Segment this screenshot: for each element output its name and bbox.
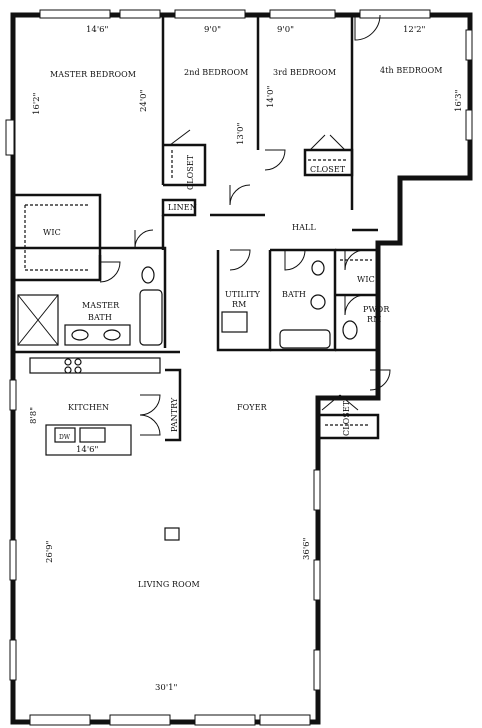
door-swings — [99, 14, 391, 436]
dim-living-height-left: 26'9" — [45, 540, 55, 563]
label-linen: LINEN — [168, 203, 197, 212]
label-kitchen: KITCHEN — [68, 403, 109, 412]
dim-kitchen-width: 14'6" — [76, 445, 99, 455]
dim-fourth-height: 16'3" — [454, 89, 464, 112]
dim-master-height-right: 24'0" — [139, 89, 149, 112]
dim-fourth-width: 12'2" — [403, 25, 426, 35]
label-third-bedroom: 3rd BEDROOM — [273, 68, 336, 77]
dim-master-width: 14'6" — [86, 25, 109, 35]
dim-second-height: 13'0" — [236, 122, 246, 145]
label-master-bath-2: BATH — [88, 313, 112, 322]
fixtures — [17, 260, 358, 541]
dim-third-width: 9'0" — [277, 25, 294, 35]
closet-rods — [24, 150, 372, 426]
label-closet-foyer: CLOSET — [342, 400, 351, 436]
dim-third-height: 14'0" — [266, 85, 276, 108]
dim-living-height-right: 36'6" — [302, 537, 312, 560]
label-second-bedroom: 2nd BEDROOM — [184, 68, 248, 77]
label-utility-2: RM — [232, 300, 246, 309]
label-closet-2nd: CLOSET — [186, 154, 195, 190]
dim-kitchen-height: 8'8" — [29, 407, 39, 424]
label-closet-3rd: CLOSET — [310, 165, 346, 174]
label-foyer: FOYER — [237, 403, 268, 412]
label-master-bedroom: MASTER BEDROOM — [50, 70, 136, 79]
label-wic-master: WIC — [43, 228, 61, 237]
interior-walls — [13, 15, 380, 442]
label-master-bath-1: MASTER — [82, 301, 120, 310]
dim-master-height-left: 16'2" — [32, 92, 42, 115]
label-pantry: PANTRY — [170, 397, 179, 432]
label-hall: HALL — [292, 223, 316, 232]
label-fourth-bedroom: 4th BEDROOM — [380, 66, 443, 75]
label-powder-2: RM — [367, 315, 381, 324]
windows — [5, 9, 473, 726]
dim-second-width: 9'0" — [204, 25, 221, 35]
label-utility-1: UTILITY — [225, 290, 261, 299]
dimension-labels: 14'6" 16'2" 24'0" 9'0" 13'0" 9'0" 14'0" … — [29, 25, 464, 693]
label-wic-hall: WIC — [357, 275, 375, 284]
label-powder-1: PWDR — [363, 305, 390, 314]
label-dw: DW — [59, 434, 71, 441]
dim-living-width: 30'1" — [155, 683, 178, 693]
room-labels: MASTER BEDROOM 2nd BEDROOM 3rd BEDROOM 4… — [43, 66, 443, 589]
label-bath: BATH — [282, 290, 306, 299]
label-living-room: LIVING ROOM — [138, 580, 200, 589]
